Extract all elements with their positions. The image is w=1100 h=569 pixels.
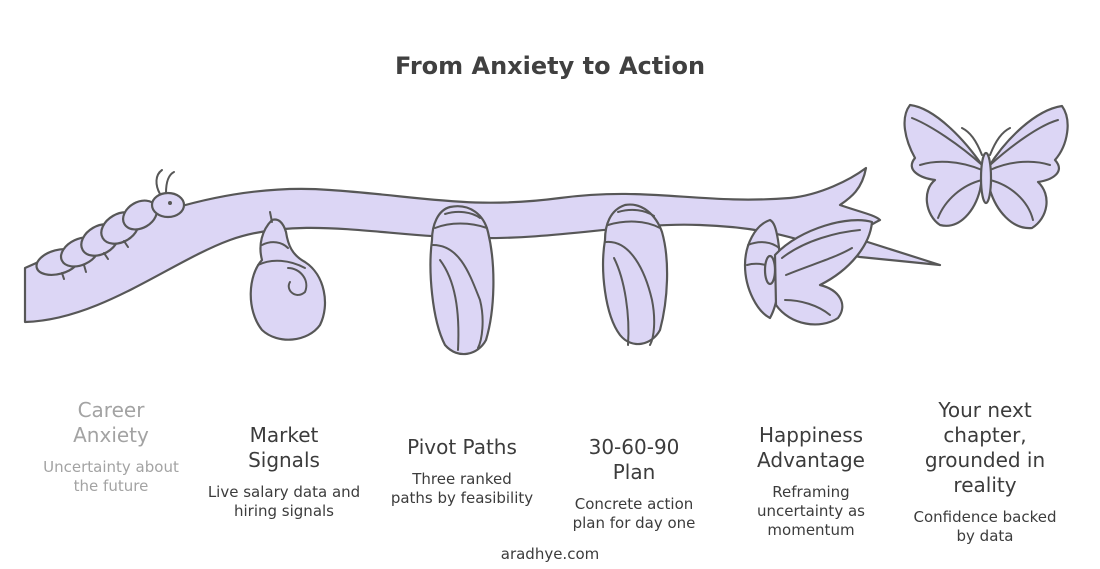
stage-pivot-paths: Pivot Paths Three ranked paths by feasib… [377,435,547,508]
stage-heading: Market Signals [248,423,320,472]
butterfly-icon [903,103,1069,230]
stage-description: Uncertainty about the future [43,458,179,495]
stage-description: Live salary data and hiring signals [207,483,361,520]
stage-heading: Happiness Advantage [757,423,865,472]
stage-heading: 30-60-90 Plan [588,435,680,484]
branch [23,166,942,324]
stage-happiness-advantage: Happiness Advantage Reframing uncertaint… [726,423,896,540]
stage-career-anxiety: Career Anxiety Uncertainty about the fut… [26,398,196,496]
stage-description: Concrete action plan for day one [572,495,696,532]
stage-30-60-90-plan: 30-60-90 Plan Concrete action plan for d… [549,435,719,533]
emerging-butterfly-icon [743,218,874,326]
stage-heading: Your next chapter, grounded in reality [924,398,1046,497]
chrysalis-plan-icon [602,203,669,346]
stage-description: Confidence backed by data [913,508,1057,545]
stage-description: Reframing uncertainty as momentum [757,483,865,539]
stage-market-signals: Market Signals Live salary data and hiri… [199,423,369,521]
stage-description: Three ranked paths by feasibility [390,470,534,507]
caterpillar-icon [35,169,186,280]
footer-credit: aradhye.com [500,545,600,563]
stage-next-chapter: Your next chapter, grounded in reality C… [900,398,1070,546]
stage-heading: Pivot Paths [407,435,517,459]
chrysalis-pivot-paths-icon [429,205,495,356]
page-title: From Anxiety to Action [394,52,706,80]
stage-heading: Career Anxiety [73,398,149,447]
chrysalis-market-signals-icon [249,211,327,341]
